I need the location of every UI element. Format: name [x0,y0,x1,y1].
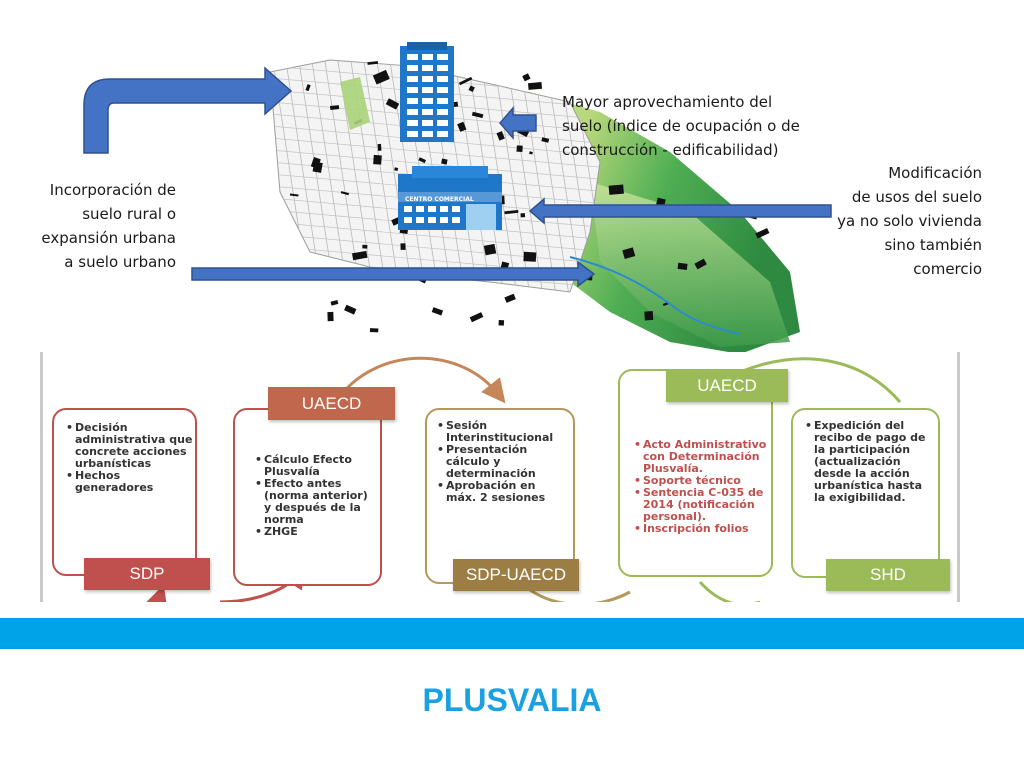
connector-arc-bottom-mid [529,588,631,602]
right-arrow-long-icon [191,260,596,288]
shopping-center-sign: CENTRO COMERCIAL [405,196,474,203]
step-item: Presentación cálculo y determinación [437,444,569,480]
tag-sdp-uaecd: SDP-UAECD [453,559,579,591]
step-item: Acto Administrativo con Determinación Pl… [634,439,767,475]
left-arrow-small-icon [499,105,537,141]
footer-band [0,618,1024,649]
green-strip [340,77,370,130]
step-item: ZHGE [255,526,376,539]
river-line [569,256,741,335]
step-box-uaecd-calculo: Cálculo Efecto Plusvalía Efecto antes (n… [233,408,382,586]
process-diagram: Decisión administrativa que concrete acc… [40,352,960,602]
frame-right-border [957,352,960,602]
step-item: Sentencia C-035 de 2014 (notificación pe… [634,487,767,523]
step-item: Expedición del recibo de pago de la part… [805,420,934,504]
slide-title: PLUSVALIA [422,682,602,718]
step-item: Cálculo Efecto Plusvalía [255,454,376,478]
step-box-acto-administrativo: Acto Administrativo con Determinación Pl… [618,369,773,577]
connector-arc-green-top [739,357,902,403]
connector-small-arrow [144,584,168,602]
step-box-expedicion: Expedición del recibo de pago de la part… [791,408,940,578]
step-item: Efecto antes (norma anterior) y después … [255,478,376,526]
frame-left-border [40,352,43,602]
step-item: Soporte técnico [634,475,767,488]
callout-land-use-change: Modificación de usos del suelo ya no sol… [837,164,982,278]
connector-arc-green-bottom [698,580,760,602]
curved-arrow-icon [83,66,293,154]
terrain-ridge [590,182,790,347]
connector-arc-top [338,356,506,404]
step-box-sesion: Sesión Interinstitucional Presentación c… [425,408,575,584]
step-item: Inscripción folios [634,523,767,536]
tag-sdp: SDP [84,558,210,590]
tag-shd: SHD [826,559,950,591]
step-box-sdp: Decisión administrativa que concrete acc… [52,408,197,576]
urban-map-illustration: CENTRO COMERCIAL [270,42,800,354]
step-item: Sesión Interinstitucional [437,420,569,444]
step-item: Aprobación en máx. 2 sesiones [437,480,569,504]
step-item: Hechos generadores [66,470,195,494]
tag-uaecd-second: UAECD [666,369,788,402]
callout-rural-land: Incorporación de suelo rural o expansión… [41,181,176,271]
tall-building-icon [400,42,454,142]
step-item: Decisión administrativa que concrete acc… [66,422,195,470]
arrows-layer [83,66,832,288]
shopping-center-icon: CENTRO COMERCIAL [398,166,502,230]
tag-uaecd-first: UAECD [268,387,395,420]
callout-land-use-intensity: Mayor aprovechamiento del suelo (índice … [562,93,800,159]
left-arrow-long-icon [528,197,832,225]
